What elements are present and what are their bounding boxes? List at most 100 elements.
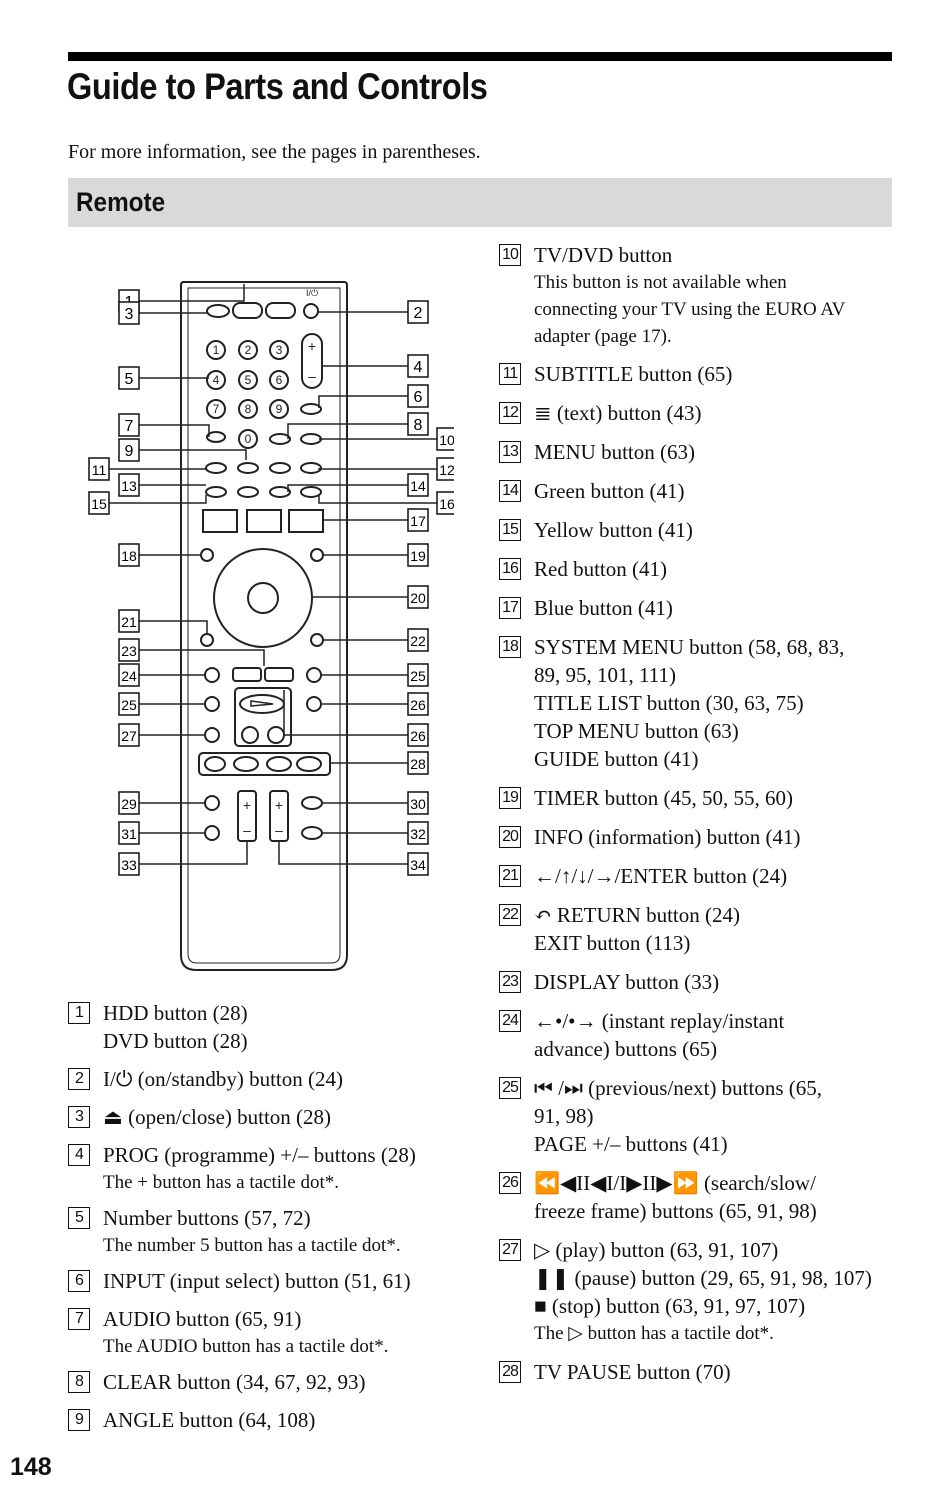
callout-box — [436, 457, 454, 481]
callout-box — [407, 300, 429, 324]
callout-leader-line — [139, 311, 208, 314]
callout-number: 2 — [414, 305, 423, 322]
item-3: 3⏏ (open/close) button (28) — [68, 1103, 468, 1131]
item-text: SUBTITLE button (65) — [534, 362, 733, 386]
item-number-badge: 7 — [68, 1308, 90, 1330]
callout-box — [407, 692, 429, 716]
key-2: 2 — [245, 343, 252, 357]
key-4: 4 — [213, 373, 220, 387]
callout-number: 17 — [410, 513, 426, 529]
callout-box — [436, 427, 454, 451]
callout-box — [88, 457, 110, 481]
callout-number: 22 — [410, 633, 426, 649]
section-title: Remote — [76, 187, 166, 217]
callout-box — [118, 638, 140, 662]
item-text: Green button (41) — [534, 479, 685, 503]
callout-number: 20 — [410, 590, 426, 606]
item-text: freeze frame) buttons (65, 91, 98) — [534, 1199, 817, 1223]
callout-leader-line — [139, 449, 247, 460]
item-text: PROG (programme) +/– buttons (28) — [103, 1143, 416, 1167]
item-number-badge: 13 — [499, 441, 521, 463]
item-text: Number buttons (57, 72) — [103, 1206, 311, 1230]
callout-box — [118, 821, 140, 845]
intro-text: For more information, see the pages in p… — [68, 141, 481, 163]
callout-leader-line — [317, 311, 408, 313]
item-text: AUDIO button (65, 91) — [103, 1307, 302, 1331]
item-number-badge: 24 — [499, 1010, 521, 1032]
item-number-badge: 1 — [68, 1002, 90, 1024]
callout-leader-line — [139, 620, 208, 634]
item-text: HDD button (28) — [103, 1001, 248, 1025]
callout-box — [118, 543, 140, 567]
callout-leader-line — [318, 468, 437, 470]
item-26: 26⏪◀II◀I/I▶II▶⏩ (search/slow/freeze fram… — [499, 1169, 899, 1225]
key-9: 9 — [276, 402, 283, 416]
item-15: 15 Yellow button (41) — [499, 516, 899, 544]
callout-number: 13 — [121, 478, 137, 494]
callout-leader-line — [139, 841, 248, 865]
item-note: adapter (page 17). — [534, 326, 672, 347]
item-number-badge: 6 — [68, 1270, 90, 1292]
callout-number: 26 — [410, 697, 426, 713]
callout-box — [407, 751, 429, 775]
item-number-badge: 4 — [68, 1144, 90, 1166]
vol-minus-label: – — [243, 822, 251, 838]
callout-leader-line — [109, 468, 207, 470]
callout-box — [118, 852, 140, 876]
callout-box — [118, 609, 140, 633]
callout-number: 6 — [414, 389, 423, 406]
item-text: ■ (stop) button (63, 91, 97, 107) — [534, 1294, 806, 1318]
callout-box — [407, 791, 429, 815]
callout-box — [118, 663, 140, 687]
callout-number: 10 — [439, 432, 454, 448]
item-21: 21←/↑/↓/→/ENTER button (24) — [499, 862, 899, 890]
callout-leader-line — [139, 424, 210, 437]
callout-number: 24 — [121, 668, 137, 684]
item-number-badge: 9 — [68, 1409, 90, 1431]
callout-box — [118, 301, 140, 325]
callout-number: 27 — [121, 728, 137, 744]
item-number-badge: 28 — [499, 1361, 521, 1383]
prog-plus-label: + — [308, 338, 316, 354]
item-text: TV/DVD button — [534, 243, 673, 267]
callout-number: 5 — [125, 371, 134, 388]
callout-number: 32 — [410, 826, 426, 842]
callout-leader-line — [287, 484, 408, 492]
item-number-badge: 3 — [68, 1106, 90, 1128]
callout-box — [118, 366, 140, 390]
item-text: Yellow button (41) — [534, 518, 693, 542]
callout-box — [118, 791, 140, 815]
item-number-badge: 10 — [499, 244, 521, 266]
item-number-badge: 15 — [499, 519, 521, 541]
callout-number: 12 — [439, 462, 454, 478]
callout-leader-line — [283, 690, 408, 736]
callout-number: 9 — [125, 443, 134, 460]
item-text: SYSTEM MENU button (58, 68, 83, — [534, 635, 845, 659]
item-text: ↶ RETURN button (24) — [534, 903, 741, 927]
item-text: 89, 95, 101, 111) — [534, 663, 676, 687]
callout-number: 11 — [92, 462, 107, 478]
item-text: ▷ (play) button (63, 91, 107) — [534, 1238, 779, 1262]
callout-box — [407, 354, 429, 378]
power-label: I/⏻ — [306, 288, 318, 298]
key-0: 0 — [245, 432, 252, 446]
item-note: connecting your TV using the EURO AV — [534, 299, 846, 320]
item-12: 12≣ (text) button (43) — [499, 399, 899, 427]
key-3: 3 — [276, 343, 283, 357]
callout-number: 19 — [410, 548, 426, 564]
item-text: ⏪◀II◀I/I▶II▶⏩ (search/slow/ — [534, 1171, 816, 1195]
item-number-badge: 23 — [499, 971, 521, 993]
item-text: TOP MENU button (63) — [534, 719, 739, 743]
item-text: PAGE +/– buttons (41) — [534, 1132, 728, 1156]
item-number-badge: 21 — [499, 865, 521, 887]
callout-leader-line — [321, 362, 408, 367]
tvvol-minus-label: – — [275, 822, 283, 838]
item-text: ←•/•→ (instant replay/instant — [534, 1009, 785, 1033]
